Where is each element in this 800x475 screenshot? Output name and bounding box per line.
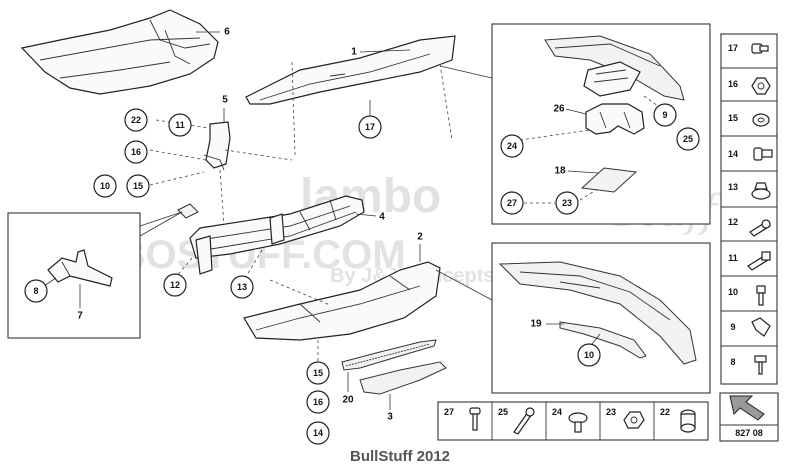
- svg-text:22: 22: [131, 115, 141, 125]
- footer-caption: BullStuff 2012: [349, 448, 451, 465]
- svg-text:16: 16: [313, 397, 323, 407]
- legend-bottom: 27 25 24 23 22: [437, 401, 709, 441]
- callout-17[interactable]: 17: [358, 115, 382, 139]
- nut-icon: [623, 411, 645, 429]
- callout-12[interactable]: 12: [163, 273, 187, 297]
- legend-item-14: 14: [728, 149, 738, 159]
- callout-13[interactable]: 13: [230, 275, 254, 299]
- callout-25[interactable]: 25: [676, 127, 700, 151]
- bolt-icon: [756, 285, 766, 306]
- bolt-icon: [747, 251, 771, 271]
- svg-text:25: 25: [683, 134, 693, 144]
- legend-item-25: 25: [498, 407, 508, 417]
- callout-15b[interactable]: 15: [306, 361, 330, 385]
- frame-part-4: [189, 195, 365, 275]
- callout-11[interactable]: 11: [168, 113, 192, 137]
- callout-8[interactable]: 8: [24, 279, 48, 303]
- callout-24[interactable]: 24: [500, 134, 524, 158]
- label-19: 19: [530, 319, 542, 330]
- callout-9[interactable]: 9: [653, 103, 677, 127]
- svg-text:15: 15: [133, 181, 143, 191]
- legend-item-24: 24: [552, 407, 562, 417]
- callout-10[interactable]: 10: [93, 174, 117, 198]
- label-6: 6: [224, 27, 230, 38]
- seal-part-19: [559, 321, 647, 359]
- bracket-part-5: [203, 121, 231, 171]
- spoiler-part-2: [243, 261, 441, 341]
- screw-icon: [749, 219, 771, 237]
- svg-text:13: 13: [237, 282, 247, 292]
- legend-item-10: 10: [728, 287, 738, 297]
- callout-22[interactable]: 22: [124, 108, 148, 132]
- svg-text:14: 14: [313, 428, 323, 438]
- label-4: 4: [379, 212, 385, 223]
- label-1: 1: [351, 47, 357, 58]
- arrow-icon: [729, 395, 765, 421]
- legend-item-13: 13: [728, 182, 738, 192]
- svg-text:16: 16: [131, 147, 141, 157]
- washer-icon: [752, 113, 770, 127]
- callout-16[interactable]: 16: [124, 140, 148, 164]
- legend-item-11: 11: [728, 253, 738, 263]
- cover-part-3: [359, 361, 447, 395]
- seal-strip-part-20: [341, 339, 437, 371]
- svg-text:27: 27: [507, 198, 517, 208]
- diagram-code-box: 827 08: [719, 392, 779, 442]
- legend-item-12: 12: [728, 217, 738, 227]
- legend-item-8: 8: [730, 357, 735, 367]
- svg-text:10: 10: [584, 350, 594, 360]
- legend-item-16: 16: [728, 79, 738, 89]
- diagram-code: 827 08: [735, 428, 763, 438]
- bracket-part-7: [47, 249, 113, 287]
- svg-text:11: 11: [175, 120, 185, 130]
- bolt-icon: [753, 147, 773, 161]
- spoiler-part-1: [245, 35, 456, 105]
- screw-icon: [513, 407, 535, 435]
- svg-text:17: 17: [365, 122, 375, 132]
- legend-item-15: 15: [728, 113, 738, 123]
- legend-item-17: 17: [728, 43, 738, 53]
- engine-cover-part-6: [20, 9, 219, 95]
- callout-14[interactable]: 14: [306, 421, 330, 445]
- callout-27[interactable]: 27: [500, 191, 524, 215]
- svg-text:8: 8: [33, 286, 38, 296]
- svg-text:9: 9: [662, 110, 667, 120]
- label-3: 3: [387, 412, 393, 423]
- legend-item-22: 22: [660, 407, 670, 417]
- nut-icon: [751, 77, 771, 95]
- hinge-part-26: [585, 103, 645, 135]
- detail-top-spoiler: [544, 35, 685, 101]
- callout-16b[interactable]: 16: [306, 390, 330, 414]
- screw-icon: [469, 407, 481, 431]
- flange-nut-icon: [751, 182, 771, 200]
- label-5: 5: [222, 95, 228, 106]
- label-26: 26: [553, 104, 565, 115]
- svg-text:24: 24: [507, 141, 517, 151]
- legend-item-23: 23: [606, 407, 616, 417]
- sleeve-icon: [680, 409, 696, 433]
- legend-right: 17 16 15 14 13 12 11 10 9 8: [720, 33, 778, 385]
- callout-23[interactable]: 23: [555, 191, 579, 215]
- screw-icon: [754, 355, 767, 375]
- label-7: 7: [77, 311, 83, 322]
- callout-15[interactable]: 15: [126, 174, 150, 198]
- screw-icon: [751, 43, 769, 54]
- legend-item-27: 27: [444, 407, 454, 417]
- label-2: 2: [417, 232, 423, 243]
- legend-item-9: 9: [730, 322, 735, 332]
- svg-text:12: 12: [170, 280, 180, 290]
- svg-text:10: 10: [100, 181, 110, 191]
- label-20: 20: [342, 395, 354, 406]
- cover-part-18: [580, 167, 638, 193]
- svg-text:23: 23: [562, 198, 572, 208]
- rivet-icon: [568, 412, 588, 433]
- svg-text:15: 15: [313, 368, 323, 378]
- detail-bottom-spoiler: [498, 261, 697, 365]
- label-18: 18: [554, 166, 566, 177]
- callout-10b[interactable]: 10: [577, 343, 601, 367]
- clip-icon: [751, 317, 771, 337]
